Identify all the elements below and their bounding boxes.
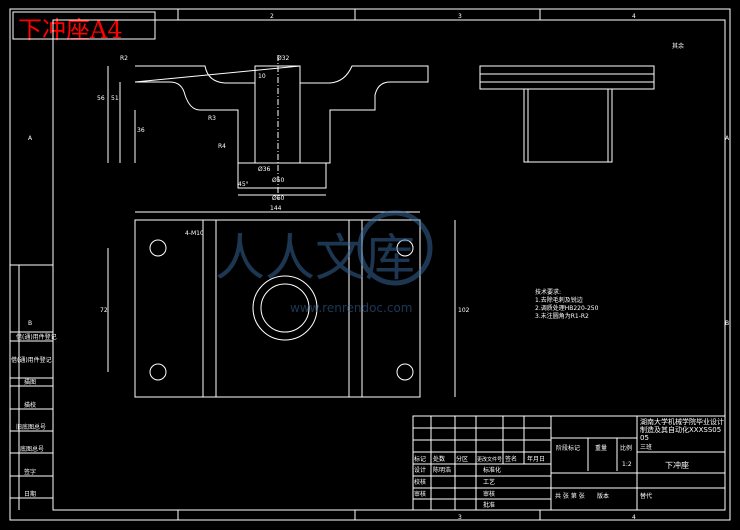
technical-requirements: 技术要求: 1.去除毛刺及锐边 2.调质处理HB220-250 3.未注圆角为R… (535, 288, 599, 320)
dim-label: Ø32 (277, 55, 290, 62)
svg-text:阶段标记: 阶段标记 (556, 444, 580, 452)
svg-text:三班: 三班 (640, 443, 652, 451)
part-name: 下冲座 (665, 460, 689, 470)
svg-text:批准: 批准 (483, 501, 495, 509)
plan-view: 144 4-M10 72 102 (100, 205, 470, 398)
watermark: 人人文库 www.renrendoc.com (215, 210, 433, 315)
svg-text:www.renrendoc.com: www.renrendoc.com (290, 301, 412, 315)
zone-label: 2 (270, 13, 274, 20)
svg-text:处数: 处数 (433, 455, 445, 463)
dim-label: 10 (258, 73, 266, 80)
zone-label: A (725, 135, 730, 142)
svg-text:2.调质处理HB220-250: 2.调质处理HB220-250 (535, 304, 599, 312)
svg-text:重量: 重量 (595, 444, 607, 452)
zone-label: A (28, 135, 33, 142)
zone-label: 4 (632, 514, 636, 521)
svg-text:1:2: 1:2 (622, 461, 632, 468)
sidebar-table: 借(通)用件登记 借(通)用件登记 描图 描校 旧底图总号 底图总号 签字 日期 (10, 331, 57, 499)
sidebar-label: 描校 (24, 401, 36, 409)
svg-text:审核: 审核 (483, 490, 495, 498)
sidebar-label: 旧底图总号 (16, 423, 46, 431)
svg-text:版本: 版本 (597, 492, 609, 500)
dim-label: 4-M10 (185, 230, 204, 237)
sidebar-label: 借(通)用件登记 (16, 333, 57, 341)
zone-label: 3 (458, 13, 462, 20)
svg-text:共 张 第 张: 共 张 第 张 (555, 492, 585, 500)
surface-roughness-note: 其余 (672, 42, 684, 50)
svg-text:陈明浩: 陈明浩 (433, 466, 451, 474)
svg-text:技术要求:: 技术要求: (535, 288, 561, 296)
sidebar-label: 借(通)用件登记 (11, 356, 52, 364)
dim-label: R4 (218, 143, 226, 150)
svg-text:校核: 校核 (414, 478, 426, 486)
dim-label: 102 (458, 307, 470, 314)
svg-text:1.去除毛刺及锐边: 1.去除毛刺及锐边 (535, 296, 583, 304)
svg-text:更改文件号: 更改文件号 (477, 456, 502, 463)
sidebar-label: 底图总号 (20, 445, 44, 453)
title-frame (12, 11, 156, 40)
dim-label: 56 (97, 95, 105, 102)
dim-label: R2 (120, 55, 128, 62)
svg-text:审核: 审核 (414, 490, 426, 498)
dim-label: Ø60 (272, 195, 285, 202)
dim-label: 51 (111, 95, 119, 102)
zone-label: B (28, 320, 32, 327)
svg-text:签名: 签名 (505, 455, 517, 463)
sidebar-label: 签字 (24, 468, 36, 476)
zone-label: 3 (458, 514, 462, 521)
sidebar-label: 描图 (24, 378, 36, 386)
svg-text:人人文库: 人人文库 (215, 229, 415, 287)
svg-text:标记: 标记 (414, 455, 426, 463)
zone-label: 4 (632, 13, 636, 20)
side-view (479, 65, 655, 163)
svg-text:3.未注圆角为R1-R2: 3.未注圆角为R1-R2 (535, 312, 589, 320)
svg-text:分区: 分区 (456, 455, 468, 463)
title-block: 标记 处数 分区 更改文件号 签名 年月日 设计 陈明浩 标准化 校核 工艺 审… (412, 415, 726, 511)
dim-label: R3 (208, 115, 216, 122)
svg-text:标准化: 标准化 (483, 466, 501, 474)
dim-label: 72 (100, 307, 108, 314)
section-view: Ø32 10 R2 56 51 36 R3 R4 45° Ø36 Ø50 Ø60 (97, 55, 429, 202)
svg-text:工艺: 工艺 (483, 478, 495, 486)
dim-label: Ø36 (258, 166, 271, 173)
svg-text:年月日: 年月日 (527, 455, 545, 463)
svg-text:替代: 替代 (640, 492, 652, 500)
zone-label: B (725, 320, 729, 327)
school-name: 湖南大学机械学院毕业设计制造及其自动化XXXSS0505 (640, 418, 724, 442)
dim-label: 45° (238, 181, 249, 188)
dim-label: 144 (270, 205, 282, 212)
dim-label: Ø50 (272, 177, 285, 184)
svg-text:比例: 比例 (620, 444, 632, 452)
svg-text:设计: 设计 (414, 466, 426, 474)
sidebar-label: 日期 (24, 490, 36, 498)
dim-label: 36 (137, 127, 145, 134)
